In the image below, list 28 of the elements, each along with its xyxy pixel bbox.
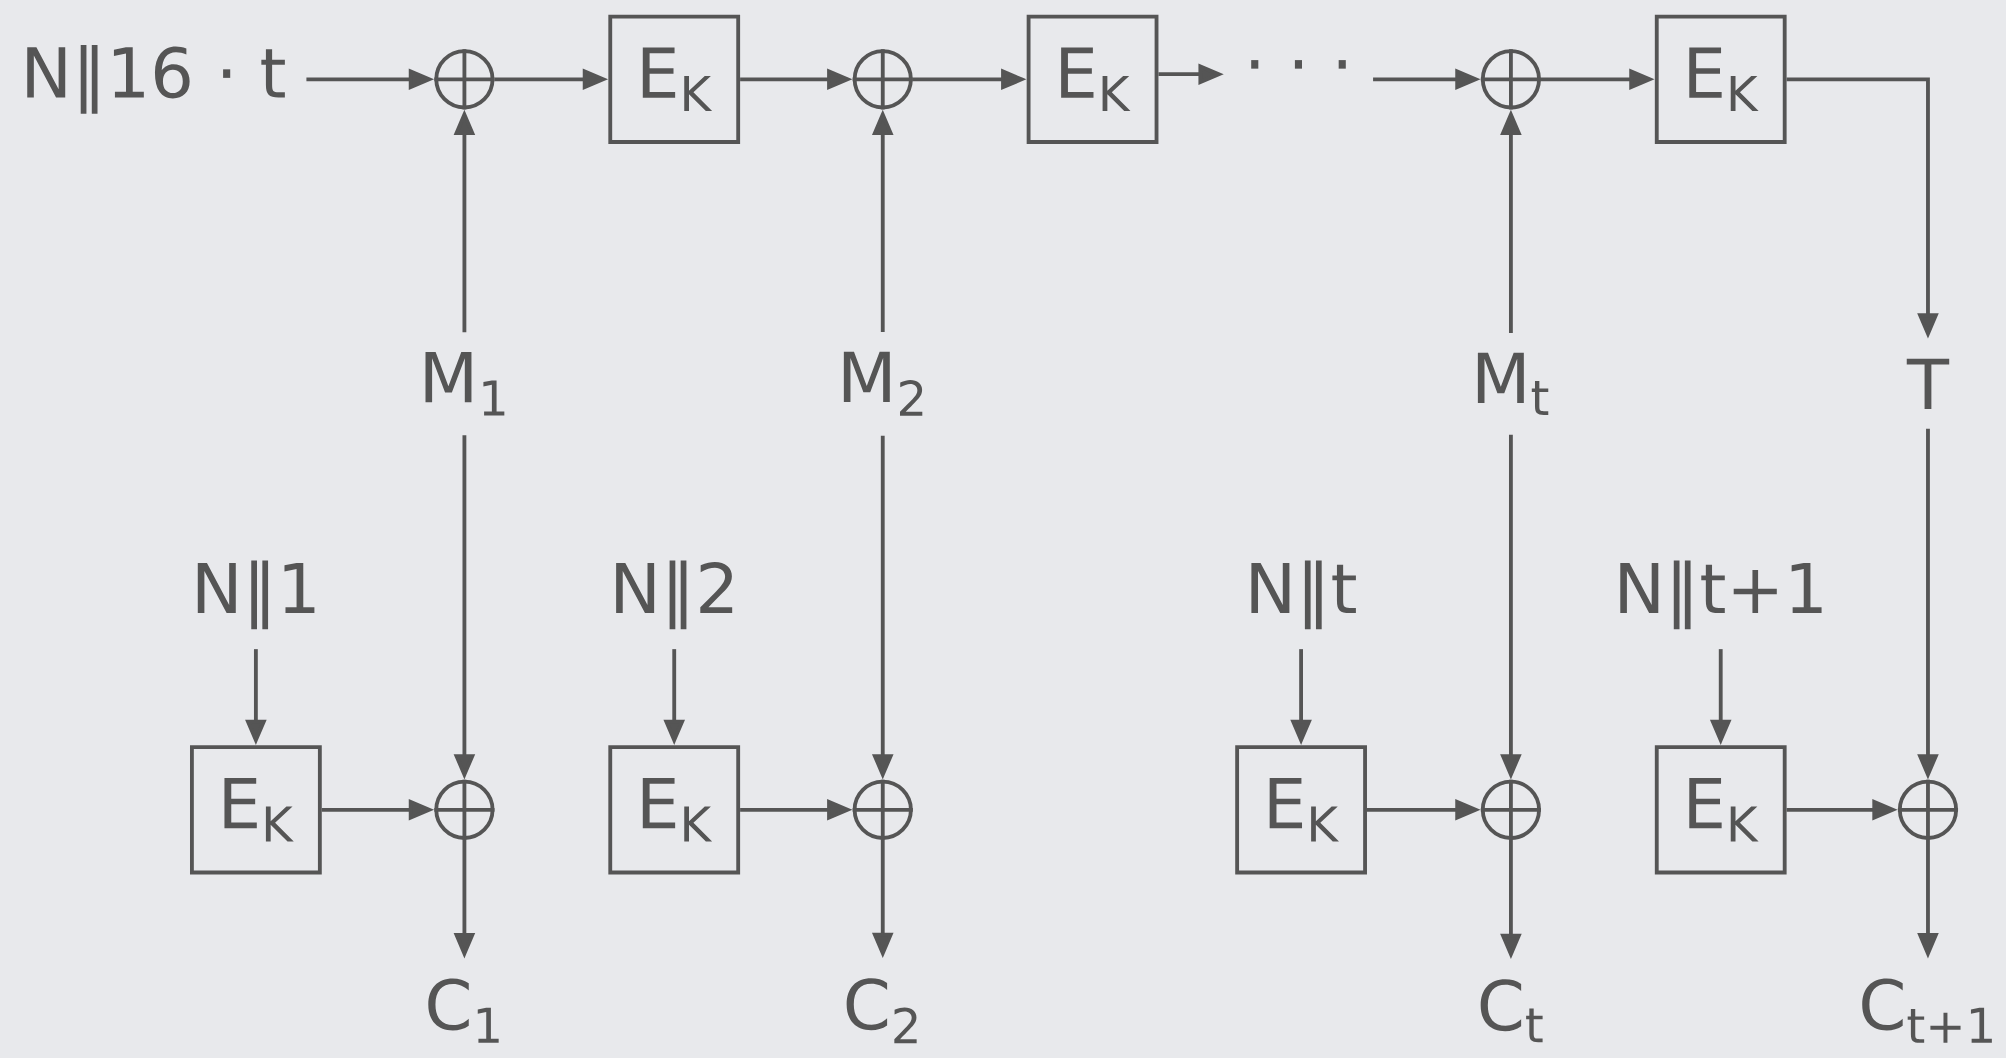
xor-symbol	[434, 49, 495, 110]
xor-symbol	[852, 779, 913, 840]
signal-label: C$_{1}$	[428, 978, 499, 1043]
xor-symbol	[1480, 779, 1541, 840]
signal-label: N‖t	[1251, 560, 1356, 630]
xor-symbol	[1480, 49, 1541, 110]
signal-label: C$_{t+1}$	[1862, 978, 1992, 1043]
xor-symbol	[1897, 779, 1959, 840]
cipher-box: E$_{K}$	[1654, 745, 1787, 875]
signal-label: N‖16 · t	[27, 44, 285, 114]
signal-label: M$_{1}$	[425, 352, 505, 416]
cipher-box: E$_{K}$	[190, 745, 322, 875]
signal-label: C$_{t}$	[1480, 979, 1543, 1043]
cipher-box: E$_{K}$	[1235, 745, 1367, 875]
signal-label: C$_{2}$	[846, 978, 917, 1044]
signal-label: N‖2	[616, 560, 733, 630]
signal-label: N‖1	[197, 560, 315, 630]
signal-label: · · ·	[1251, 60, 1346, 69]
xor-symbol	[434, 779, 495, 840]
signal-label: N‖t+1	[1620, 560, 1822, 630]
signal-label: T	[1906, 358, 1950, 409]
cipher-box: E$_{K}$	[608, 745, 741, 875]
cipher-box: E$_{K}$	[1026, 14, 1159, 144]
cipher-box: E$_{K}$	[608, 14, 741, 144]
signal-label: M$_{t}$	[1477, 352, 1549, 415]
cipher-box: E$_{K}$	[1654, 14, 1787, 144]
signal-label: M$_{2}$	[843, 351, 923, 416]
xor-symbol	[852, 49, 913, 110]
